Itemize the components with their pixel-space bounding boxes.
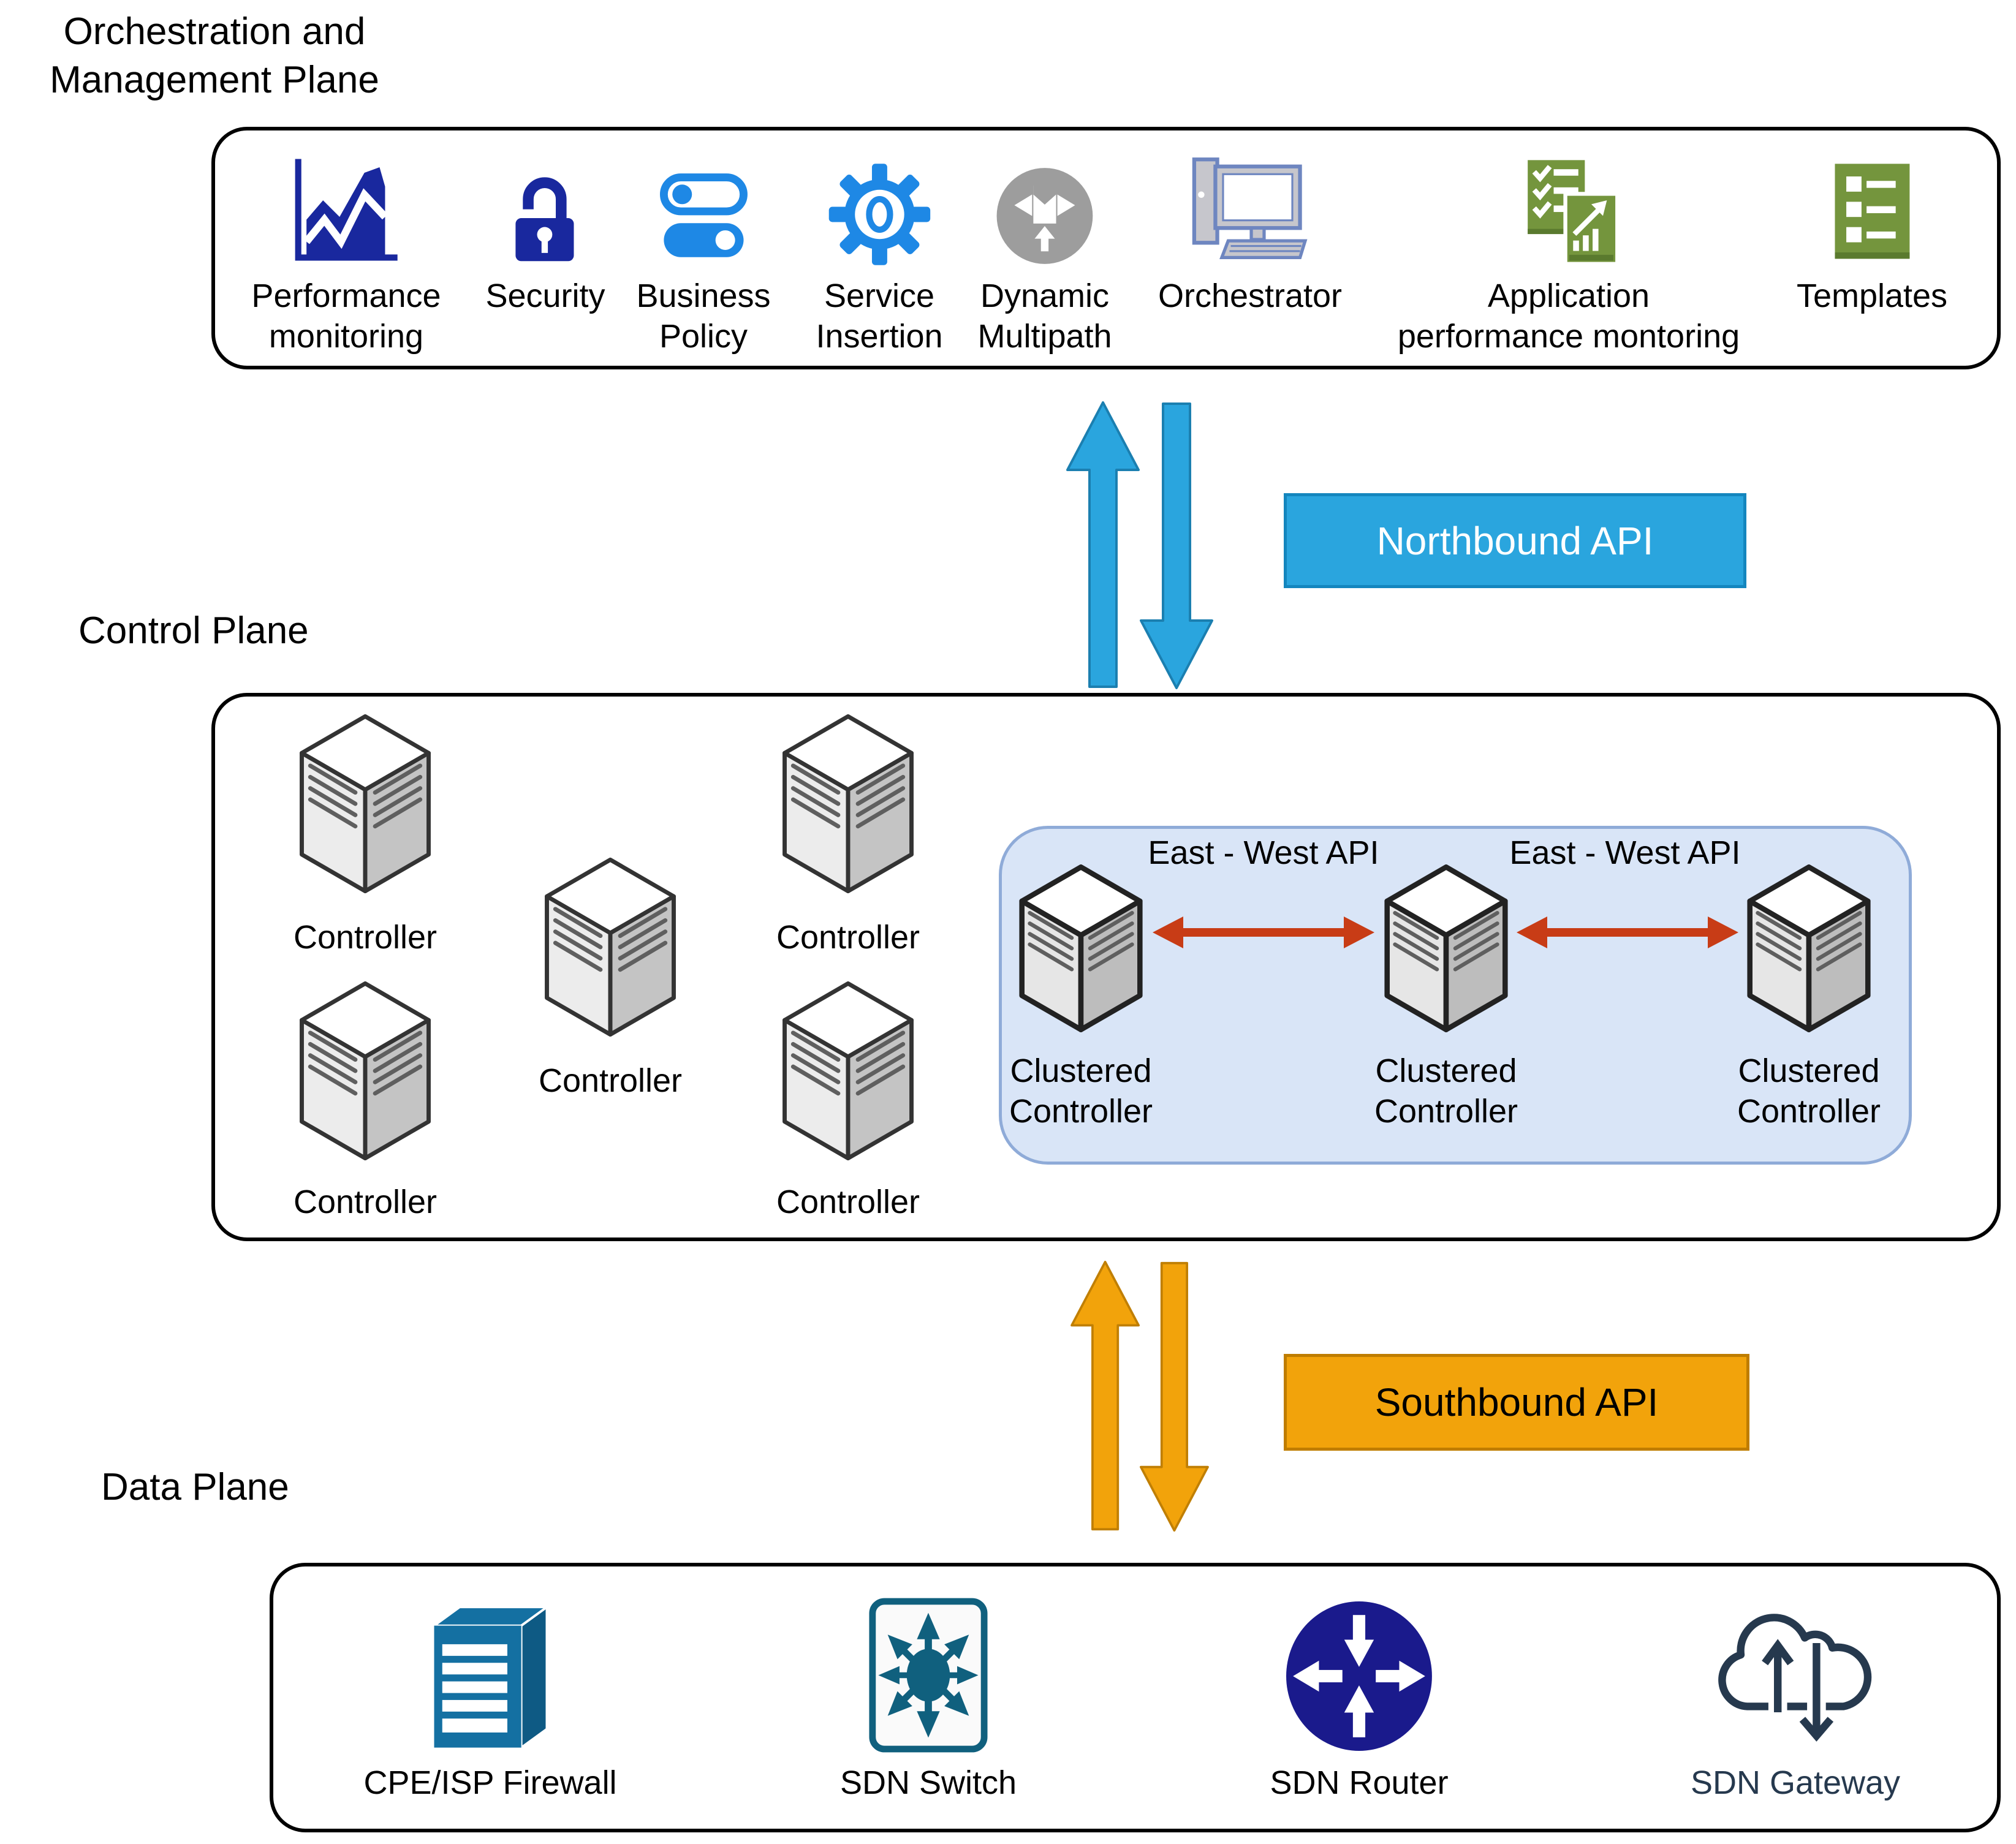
data-item-sdn-switch: SDN Switch — [840, 1593, 1017, 1804]
service-insertion-gear-icon — [827, 153, 931, 266]
orchestration-item-performance-monitoring: Performance monitoring — [251, 153, 441, 357]
clustered-controller-cube-icon — [1747, 864, 1871, 1032]
controller-cube-icon — [300, 981, 431, 1161]
item-label: Business Policy — [636, 278, 771, 355]
control-plane-title: Control Plane — [78, 610, 309, 652]
controller-label: Controller — [293, 919, 438, 956]
orchestration-item-dynamic-multipath: Dynamic Multipath — [977, 153, 1112, 357]
controller-label: Controller — [776, 919, 920, 956]
controller-cube-icon — [783, 981, 914, 1161]
northbound-api-box: Northbound API — [1284, 493, 1746, 588]
performance-chart-icon — [291, 153, 401, 266]
security-lock-icon — [498, 153, 593, 266]
data-plane-title: Data Plane — [101, 1466, 289, 1508]
east-west-api-label: East - West API — [1148, 834, 1379, 871]
item-label: SDN Gateway — [1690, 1764, 1901, 1801]
orchestration-item-app-performance-monitoring: Application performance montoring — [1398, 153, 1740, 357]
controller-cube-icon — [545, 857, 676, 1037]
southbound-api-box: Southbound API — [1284, 1354, 1749, 1451]
orchestration-item-business-policy: Business Policy — [636, 153, 771, 357]
southbound-api-label: Southbound API — [1374, 1380, 1659, 1424]
northbound-up-down-arrows — [1066, 401, 1213, 689]
data-item-sdn-router: SDN Router — [1270, 1593, 1449, 1804]
controller-label: Controller — [776, 1184, 920, 1220]
east-west-arrow — [1517, 916, 1738, 948]
item-label: Service Insertion — [816, 278, 943, 355]
templates-icon — [1825, 153, 1920, 266]
data-item-firewall: CPE/ISP Firewall — [363, 1593, 617, 1804]
orchestration-plane-title: Orchestration and Management Plane — [50, 10, 379, 102]
item-label: SDN Switch — [839, 1764, 1017, 1801]
item-label: CPE/ISP Firewall — [363, 1764, 617, 1801]
sdn-gateway-cloud-icon — [1703, 1593, 1887, 1753]
item-label: Orchestrator — [1158, 278, 1343, 314]
controller-cube-icon — [783, 714, 914, 894]
clustered-controller-label: Clustered Controller — [1374, 1052, 1518, 1130]
item-label: Templates — [1796, 278, 1948, 314]
controller-cube-icon — [300, 714, 431, 894]
firewall-icon — [423, 1593, 557, 1753]
dynamic-multipath-icon — [995, 153, 1096, 266]
orchestration-item-templates: Templates — [1797, 153, 1947, 317]
clustered-controller-cube-icon — [1384, 864, 1508, 1032]
sdn-router-icon — [1281, 1593, 1438, 1753]
data-plane-box — [270, 1563, 2001, 1832]
controller-label: Controller — [293, 1184, 438, 1220]
business-policy-toggles-icon — [654, 153, 752, 266]
southbound-up-down-arrows — [1071, 1261, 1209, 1532]
item-label: Security — [485, 278, 605, 314]
item-label: Performance monitoring — [251, 278, 441, 355]
orchestration-item-security: Security — [485, 153, 605, 317]
clustered-controller-label: Clustered Controller — [1009, 1052, 1153, 1130]
sdn-switch-icon — [868, 1593, 988, 1753]
east-west-api-label: East - West API — [1509, 834, 1741, 871]
data-item-sdn-gateway: SDN Gateway — [1691, 1593, 1900, 1804]
clustered-controller-label: Clustered Controller — [1737, 1052, 1881, 1130]
item-label: SDN Router — [1270, 1764, 1449, 1801]
orchestration-item-orchestrator: Orchestrator — [1158, 153, 1342, 317]
controller-label: Controller — [538, 1062, 683, 1099]
clustered-controller-cube-icon — [1019, 864, 1143, 1032]
northbound-api-label: Northbound API — [1376, 518, 1654, 563]
orchestration-plane-box — [211, 127, 2001, 369]
east-west-arrow — [1153, 916, 1374, 948]
application-performance-monitoring-icon — [1514, 153, 1624, 266]
item-label: Dynamic Multipath — [977, 278, 1112, 355]
item-label: Application performance montoring — [1397, 278, 1740, 355]
orchestrator-computer-icon — [1191, 153, 1310, 266]
orchestration-item-service-insertion: Service Insertion — [816, 153, 943, 357]
